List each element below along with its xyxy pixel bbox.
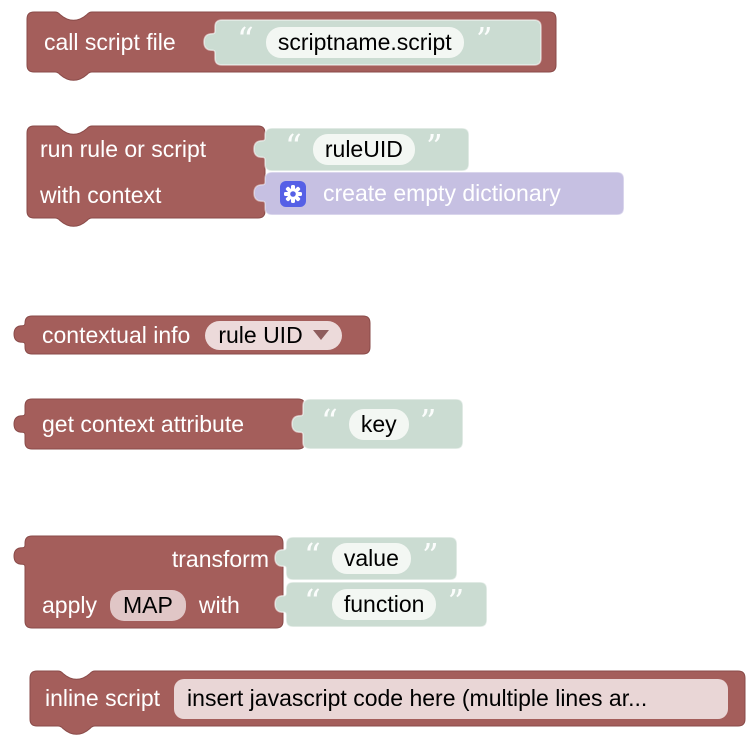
open-quote: “ (321, 401, 338, 441)
get-context-attribute-block[interactable]: get context attribute (13, 398, 306, 450)
inline-script-value: insert javascript code here (multiple li… (187, 685, 648, 711)
string-block[interactable]: “ function ” (274, 581, 488, 628)
block-label: get context attribute (42, 410, 245, 437)
contextual-info-block[interactable]: contextual info rule UID (13, 315, 371, 355)
dropdown-arrow-icon (312, 330, 329, 340)
block-label: run rule or script (40, 136, 207, 162)
rule-uid-value: ruleUID (324, 136, 403, 162)
transform-label: transform (171, 545, 269, 572)
string-block[interactable]: “ scriptname.script ” (203, 19, 542, 66)
value-input[interactable]: value (331, 543, 411, 574)
with-label: with (198, 591, 240, 618)
script-name-value: scriptname.script (277, 29, 452, 55)
dictionary-label: create empty dictionary (323, 180, 561, 206)
string-block[interactable]: “ key ” (291, 398, 464, 450)
open-quote: “ (304, 582, 321, 621)
run-rule-or-script-block[interactable]: run rule or script with context (26, 125, 266, 227)
close-quote: ” (425, 127, 443, 166)
rule-uid-input[interactable]: ruleUID (312, 134, 415, 165)
function-input[interactable]: function (331, 589, 437, 620)
transformation-input[interactable]: MAP (109, 589, 186, 621)
close-quote: ” (421, 536, 439, 575)
close-quote: ” (475, 20, 493, 59)
block-label: call script file (44, 28, 176, 55)
function-value: function (343, 591, 425, 617)
key-value: key (360, 410, 397, 437)
close-quote: ” (419, 401, 437, 441)
inline-script-block[interactable]: inline script insert javascript code her… (29, 670, 746, 735)
apply-label: apply (42, 591, 97, 618)
with-context-label: with context (40, 182, 162, 208)
gear-icon[interactable] (280, 180, 306, 207)
script-name-input[interactable]: scriptname.script (265, 27, 464, 58)
string-block[interactable]: “ ruleUID ” (253, 127, 470, 172)
value-value: value (343, 545, 399, 571)
block-label: inline script (45, 685, 161, 711)
info-type-dropdown[interactable]: rule UID (205, 320, 342, 350)
open-quote: “ (237, 20, 254, 59)
open-quote: “ (304, 536, 321, 575)
transformation-value: MAP (122, 591, 173, 618)
dropdown-value: rule UID (218, 321, 303, 348)
string-block[interactable]: “ value ” (274, 536, 458, 581)
open-quote: “ (285, 127, 302, 166)
inline-script-input[interactable]: insert javascript code here (multiple li… (174, 678, 729, 719)
dictionary-block[interactable]: create empty dictionary (253, 171, 625, 216)
transform-block[interactable]: transform apply MAP with (13, 535, 284, 629)
key-input[interactable]: key (348, 408, 409, 440)
close-quote: ” (447, 582, 465, 621)
block-label: contextual info (42, 321, 191, 348)
